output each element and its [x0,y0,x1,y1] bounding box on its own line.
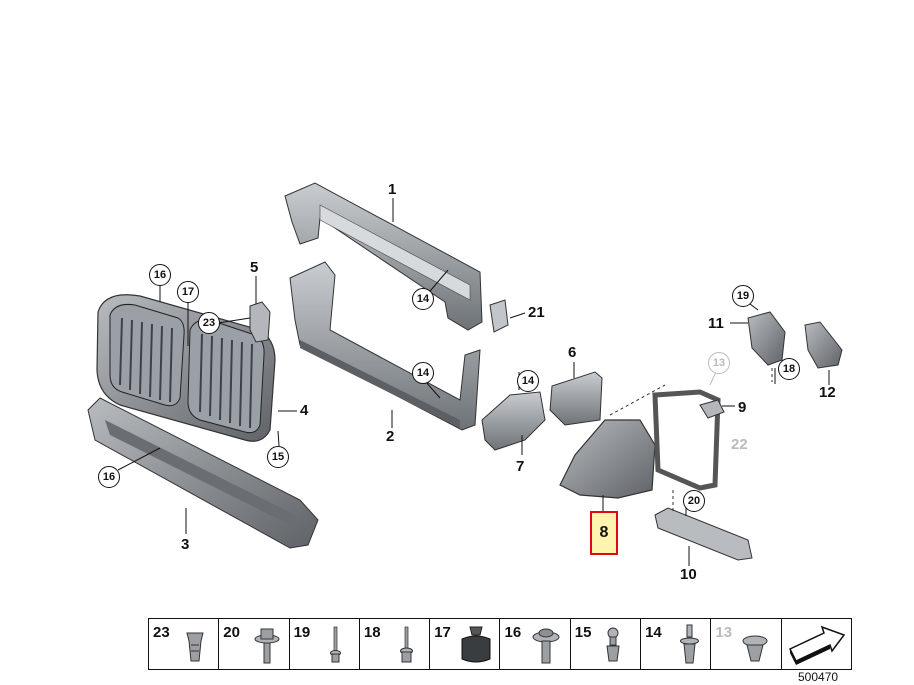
callout-22: 22 [731,436,748,453]
callout-6: 6 [568,344,577,361]
callout-1: 1 [388,181,397,198]
legend-cell-14: 14 [641,619,712,669]
legend-cell-17: 17 [430,619,501,669]
part-lower-air-guide [87,397,319,549]
legend-number: 19 [293,624,311,641]
expanding-rivet-icon [680,624,700,664]
callout-9: 9 [738,399,747,416]
circled-callout-17: 17 [177,281,199,303]
rivet-icon [399,626,413,663]
legend-number: 16 [504,624,522,641]
callout-21: 21 [528,304,545,321]
callout-2: 2 [386,428,395,445]
circled-callout-13: 13 [708,352,730,374]
legend-number: 14 [645,624,662,641]
legend-number: 13 [715,624,733,641]
circled-callout-16: 16 [149,264,171,286]
push-rivet-icon [606,627,620,662]
legend-cell-23: 23 [149,619,220,669]
clip-nut-icon [186,632,204,662]
flange-bolt-icon [532,628,560,664]
arrow-icon [788,625,845,665]
callout-10: 10 [680,566,697,583]
callout-11: 11 [708,315,724,332]
screw-icon [742,635,768,662]
legend-cell-13: 13 [711,619,782,669]
circled-callout-23: 23 [198,312,220,334]
part-kidney-grille [96,294,276,442]
circled-callout-16: 16 [98,466,120,488]
part-5-sensor [249,301,271,343]
part-22-frame [652,389,721,491]
callout-3: 3 [181,536,190,553]
legend-cell-20: 20 [219,619,290,669]
callout-8-highlighted: 8 [590,511,618,555]
legend-cell-15: 15 [571,619,642,669]
rubber-mount-icon [461,626,491,663]
legend-cell-18: 18 [360,619,431,669]
legend-number: 23 [153,624,170,641]
part-11-deflector [747,311,786,366]
circled-callout-14: 14 [517,370,539,392]
part-12-deflector [804,321,843,369]
circled-callout-14: 14 [412,288,434,310]
circled-callout-18: 18 [778,358,800,380]
legend-number: 20 [223,624,240,641]
fastener-legend: 23 20 19 18 17 16 15 14 13 [148,618,852,670]
part-8-air-duct [559,419,656,499]
legend-number: 15 [574,624,592,641]
part-6-duct [549,371,603,426]
part-9-clip [699,399,725,419]
part-10-bracket [654,507,753,561]
legend-number: 17 [434,624,451,641]
document-number: 500470 [798,670,839,684]
legend-cell-16: 16 [500,619,571,669]
circled-callout-20: 20 [683,490,705,512]
legend-cell-19: 19 [290,619,360,669]
hex-flange-screw-icon [254,628,280,664]
circled-callout-15: 15 [267,446,289,468]
circled-callout-19: 19 [732,285,754,307]
callout-7: 7 [516,458,525,475]
rivet-icon [329,626,341,663]
callout-5: 5 [250,259,259,276]
legend-cell-arrow [782,619,851,669]
part-front-frame [289,261,481,431]
callout-12: 12 [819,384,836,401]
circled-callout-14: 14 [412,362,434,384]
callout-4: 4 [300,402,309,419]
legend-number: 18 [363,624,381,641]
part-21-bracket [489,299,509,333]
part-7-duct [481,391,546,451]
